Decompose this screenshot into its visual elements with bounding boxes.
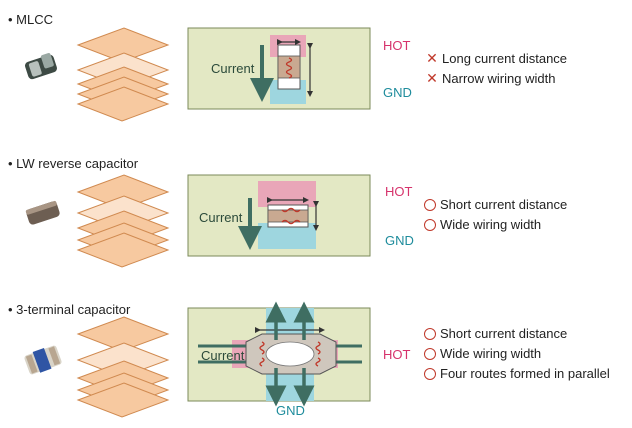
circle-icon — [424, 219, 436, 231]
3-terminal-component-image — [24, 345, 62, 375]
current-label: Current — [199, 210, 243, 225]
lw-reverse-component-image — [25, 200, 60, 225]
hot-label: HOT — [385, 184, 413, 199]
circle-icon — [424, 368, 436, 380]
circle-icon — [424, 199, 436, 211]
list-item: Wide wiring width — [424, 217, 541, 232]
current-label: Current — [211, 61, 255, 76]
hot-label: HOT — [383, 38, 411, 53]
gnd-label: GND — [385, 233, 414, 248]
mlcc-layer-stack — [76, 27, 170, 122]
section-title-lw-reverse: • LW reverse capacitor — [8, 156, 139, 171]
cross-icon: ✕ — [426, 70, 438, 86]
3-terminal-board — [187, 301, 371, 407]
current-label: Current — [201, 348, 245, 363]
list-item: ✕Long current distance — [424, 50, 567, 67]
list-item: ✕Narrow wiring width — [424, 70, 555, 87]
list-item: Short current distance — [424, 197, 567, 212]
gnd-label: GND — [276, 403, 305, 418]
list-item: Short current distance — [424, 326, 567, 341]
3-terminal-layer-stack — [76, 316, 170, 418]
list-item: Wide wiring width — [424, 346, 541, 361]
lw-reverse-layer-stack — [76, 174, 170, 268]
section-title-mlcc: • MLCC — [8, 12, 53, 27]
hot-label: HOT — [383, 347, 411, 362]
section-title-3-terminal: • 3-terminal capacitor — [8, 302, 131, 317]
list-item: Four routes formed in parallel — [424, 366, 610, 381]
hot-pad — [258, 181, 316, 207]
circle-icon — [424, 328, 436, 340]
cross-icon: ✕ — [426, 50, 438, 66]
gnd-label: GND — [383, 85, 412, 100]
circle-icon — [424, 348, 436, 360]
lw-reverse-board — [187, 174, 371, 257]
mlcc-component-image — [24, 53, 58, 80]
mlcc-board — [187, 27, 371, 110]
